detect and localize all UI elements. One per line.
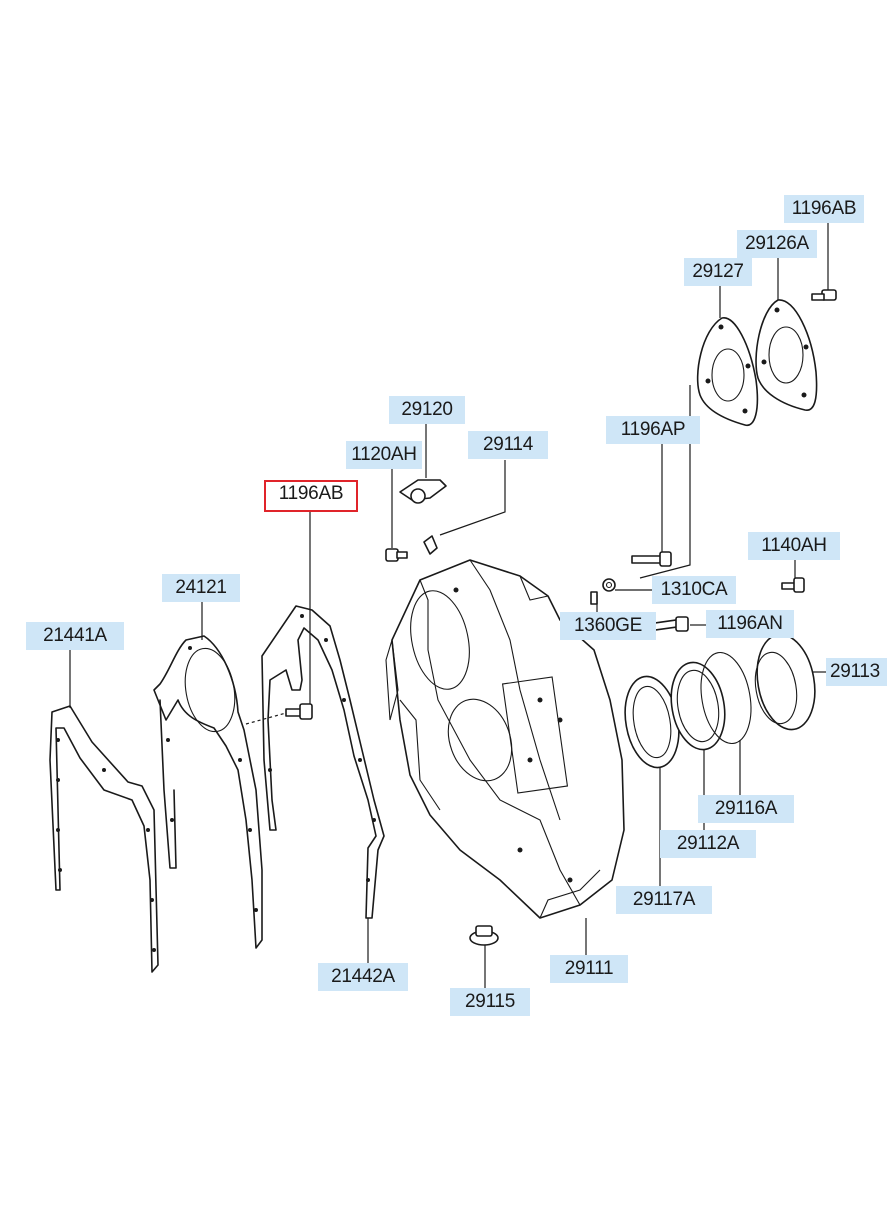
label-part-29113[interactable]: 29113 (826, 658, 887, 686)
nut-1310CA (602, 578, 616, 592)
snap-ring-29116A (700, 651, 752, 745)
label-part-1196AN[interactable]: 1196AN (706, 610, 794, 638)
label-part-29126A[interactable]: 29126A (737, 230, 817, 258)
stud-1360GE (590, 591, 598, 605)
bolt-1120AH (385, 548, 408, 562)
label-part-29114[interactable]: 29114 (468, 431, 548, 459)
cover-plate-29126A (755, 299, 818, 411)
gasket-21441A (49, 705, 159, 973)
bolt-1140AH (781, 577, 805, 593)
label-part-1196AB-top[interactable]: 1196AB (784, 195, 864, 223)
label-part-1360GE[interactable]: 1360GE (560, 612, 656, 640)
pin-29114 (423, 535, 438, 555)
label-part-1196AP[interactable]: 1196AP (606, 416, 700, 444)
label-part-29120[interactable]: 29120 (389, 396, 465, 424)
leader-cover-link (639, 385, 691, 579)
label-part-29127[interactable]: 29127 (684, 258, 752, 286)
label-part-1310CA[interactable]: 1310CA (652, 576, 736, 604)
bolt-1196AP (631, 551, 672, 567)
gasket-plate-29127 (696, 317, 759, 426)
housing-29111 (385, 559, 625, 919)
gasket-24121 (153, 635, 263, 949)
bracket-29120 (399, 479, 447, 504)
label-part-1196AB-selected[interactable]: 1196AB (264, 480, 358, 512)
cover-29113 (754, 633, 816, 731)
label-part-29112A[interactable]: 29112A (660, 830, 756, 858)
bolt-1196AB-top (811, 289, 837, 301)
label-part-1140AH[interactable]: 1140AH (748, 532, 840, 560)
label-part-24121[interactable]: 24121 (162, 574, 240, 602)
plug-29115 (469, 925, 499, 946)
label-part-1120AH[interactable]: 1120AH (346, 441, 422, 469)
label-part-29111[interactable]: 29111 (550, 955, 628, 983)
gasket-21442A (261, 605, 385, 919)
label-part-29115[interactable]: 29115 (450, 988, 530, 1016)
label-part-21442A[interactable]: 21442A (318, 963, 408, 991)
bolt-1196AB-selected (245, 703, 313, 725)
label-part-21441A[interactable]: 21441A (26, 622, 124, 650)
leader-29114 (439, 460, 506, 536)
label-part-29116A[interactable]: 29116A (698, 795, 794, 823)
label-part-29117A[interactable]: 29117A (616, 886, 712, 914)
